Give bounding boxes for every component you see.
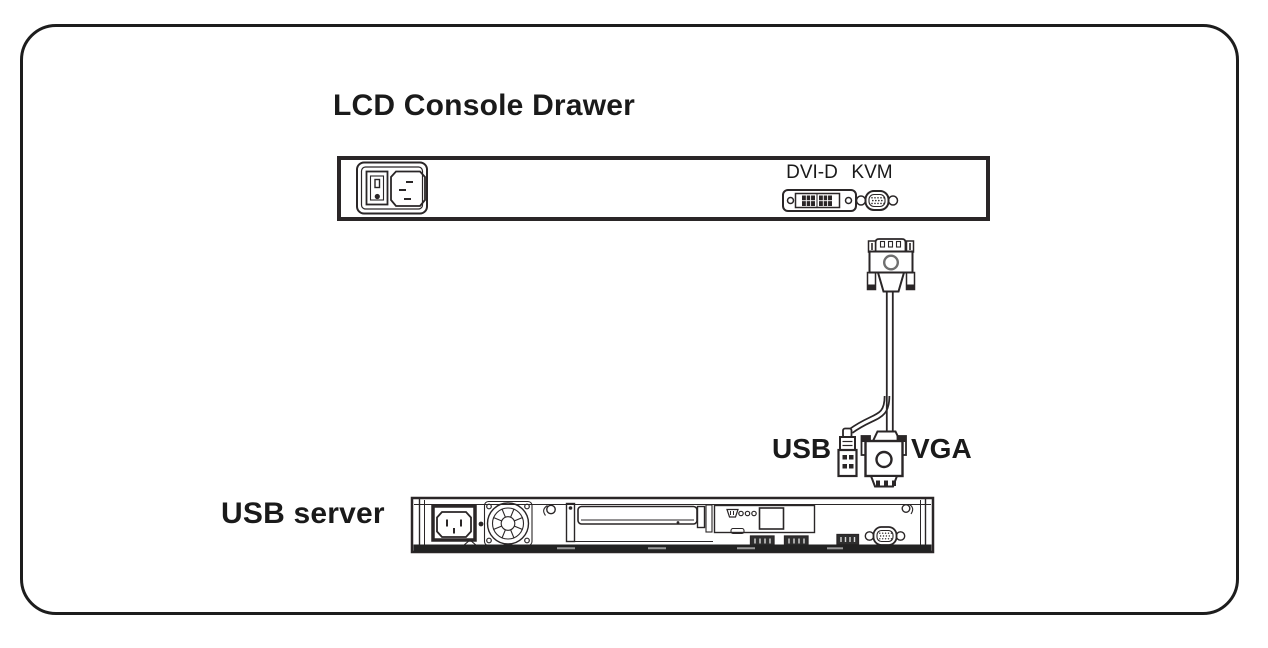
right-mounting-ear (920, 498, 927, 552)
vga-connector-top-icon (866, 238, 916, 293)
left-mounting-ear (418, 498, 425, 552)
mini-port-icon (726, 508, 739, 518)
io-module (713, 504, 816, 535)
kvm-port-label: KVM (851, 162, 893, 183)
lcd-console-drawer-device (337, 156, 990, 221)
server-bottom-band (413, 544, 932, 552)
diagram-border (20, 24, 1239, 615)
kvm-port-icon (855, 190, 899, 211)
lan-port-icon (758, 507, 785, 530)
usb-server-device (410, 496, 935, 554)
screw-hole-icon (543, 504, 556, 516)
server-usb-ports-icon (749, 535, 809, 547)
server-power-inlet-icon (431, 504, 484, 547)
server-usb-port-right-icon (836, 533, 860, 546)
dvi-d-port-label: DVI-D (786, 162, 838, 183)
screw-hole-icon (901, 504, 914, 515)
jack-icon (744, 510, 751, 517)
lcd-console-drawer-title: LCD Console Drawer (333, 89, 635, 122)
usb-server-title: USB server (221, 497, 385, 530)
vga-connector-bottom-icon (860, 430, 907, 488)
vga-plug-label: VGA (911, 433, 972, 464)
jack-icon (751, 510, 757, 517)
jack-icon (738, 510, 744, 517)
fan-grille-icon (483, 500, 533, 547)
power-inlet-icon (356, 161, 428, 215)
expansion-slot-icon (565, 502, 713, 543)
usb-plug-label: USB (772, 433, 832, 464)
usb-connector-icon (837, 427, 858, 478)
kvm-cable (837, 238, 916, 488)
dvi-d-port-icon (782, 189, 857, 212)
